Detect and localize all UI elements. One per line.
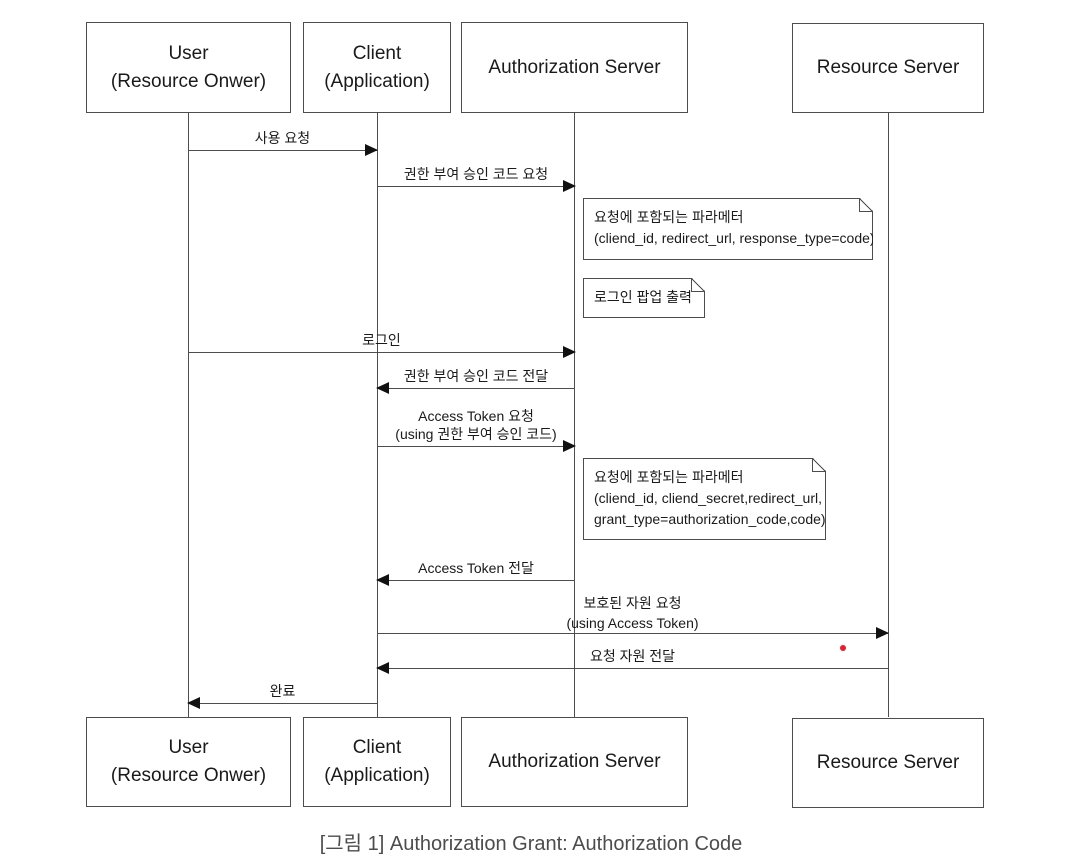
- arrow-right-icon: [377, 440, 576, 452]
- note-text: (cliend_id, redirect_url, response_type=…: [594, 230, 875, 246]
- message-sublabel: (using Access Token): [566, 615, 699, 631]
- message-label: 권한 부여 승인 코드 전달: [403, 368, 549, 384]
- participant-sublabel: (Application): [324, 765, 430, 786]
- note-text: (cliend_id, cliend_secret,redirect_url,: [594, 490, 822, 506]
- note-text: grant_type=authorization_code,code): [594, 511, 826, 527]
- note-fold-icon: [859, 199, 872, 212]
- participant-sublabel: (Resource Onwer): [110, 70, 267, 92]
- arrow-right-icon: [188, 346, 576, 358]
- participant-label: Authorization Server: [488, 56, 661, 78]
- participant-label: Resource Server: [816, 752, 960, 773]
- message-label: Access Token 요청: [418, 408, 534, 424]
- participant-resource-server-bottom: Resource Server: [792, 718, 984, 808]
- lifeline-resource-server: [888, 113, 889, 717]
- message-label: Access Token 전달: [418, 560, 534, 576]
- participant-sublabel: (Application): [324, 70, 430, 92]
- participant-label: Client: [352, 737, 402, 758]
- note-text: 요청에 포함되는 파라메터: [594, 469, 744, 485]
- participant-sublabel: (Resource Onwer): [110, 765, 267, 786]
- participant-label: User: [168, 42, 209, 64]
- participant-client-bottom: Client (Application): [303, 717, 451, 807]
- message-label: 요청 자원 전달: [589, 648, 676, 664]
- participant-label: Client: [352, 42, 402, 64]
- message-label: 완료: [269, 683, 296, 699]
- message-label: 보호된 자원 요청: [583, 595, 682, 611]
- lifeline-auth-server: [574, 113, 575, 717]
- participant-resource-server-top: Resource Server: [792, 23, 984, 113]
- arrow-left-icon: [376, 662, 888, 674]
- note-request-params-1: 요청에 포함되는 파라메터 (cliend_id, redirect_url, …: [583, 198, 873, 260]
- red-dot-marker: [840, 645, 846, 651]
- note-fold-icon: [691, 279, 704, 292]
- note-fold-icon: [812, 459, 825, 472]
- participant-auth-server-top: Authorization Server: [461, 22, 688, 113]
- arrow-right-icon: [377, 627, 889, 639]
- arrow-right-icon: [377, 180, 576, 192]
- participant-user-top: User (Resource Onwer): [86, 22, 291, 113]
- arrow-left-icon: [376, 574, 575, 586]
- note-text: 로그인 팝업 출력: [594, 289, 692, 305]
- participant-user-bottom: User (Resource Onwer): [86, 717, 291, 807]
- arrow-left-icon: [376, 382, 575, 394]
- note-request-params-2: 요청에 포함되는 파라메터 (cliend_id, cliend_secret,…: [583, 458, 826, 540]
- message-label: 로그인: [362, 332, 401, 348]
- participant-auth-server-bottom: Authorization Server: [461, 717, 688, 807]
- note-text: 요청에 포함되는 파라메터: [594, 209, 744, 225]
- arrow-left-icon: [187, 697, 377, 709]
- message-label: 사용 요청: [254, 130, 311, 146]
- participant-label: Resource Server: [816, 57, 960, 78]
- note-login-popup: 로그인 팝업 출력: [583, 278, 705, 318]
- arrow-right-icon: [188, 144, 378, 156]
- participant-label: User: [168, 737, 209, 758]
- lifeline-client: [377, 113, 378, 717]
- figure-caption: [그림 1] Authorization Grant: Authorizatio…: [319, 833, 743, 855]
- participant-client-top: Client (Application): [303, 22, 451, 113]
- lifeline-user: [188, 113, 189, 717]
- participant-label: Authorization Server: [488, 751, 661, 772]
- message-label: 권한 부여 승인 코드 요청: [403, 166, 549, 182]
- message-sublabel: (using 권한 부여 승인 코드): [395, 426, 557, 442]
